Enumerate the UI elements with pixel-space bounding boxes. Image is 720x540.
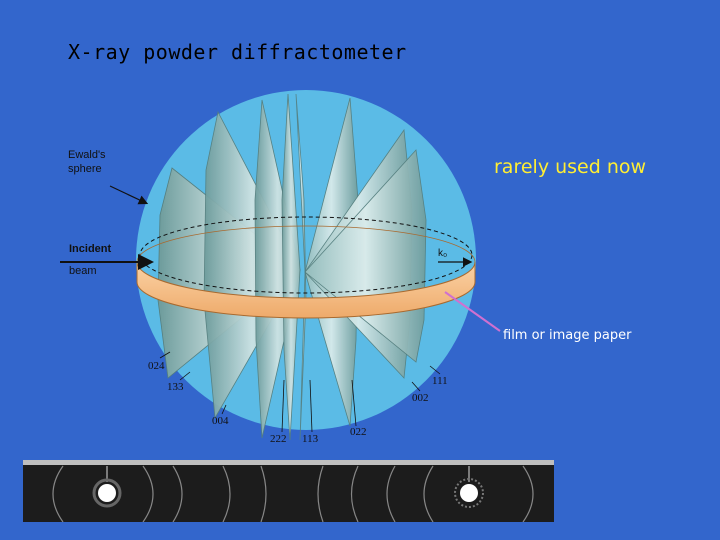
film-strip-lines (52, 465, 534, 523)
incident-beam-label: Incident (69, 243, 112, 255)
reflection-label-002: 002 (412, 392, 429, 404)
film-strip-photo (23, 460, 554, 523)
callout-pointer (444, 291, 501, 332)
reflection-label-133: 133 (167, 381, 184, 393)
beam-label: beam (69, 265, 97, 277)
k0-label: k₀ (438, 248, 447, 259)
film-callout: film or image paper (503, 328, 632, 343)
slide-title: X-ray powder diffractometer (68, 40, 407, 64)
note-rarely-used: rarely used now (494, 156, 647, 178)
diffraction-cones-left (157, 93, 301, 441)
film-hole-left (98, 484, 116, 502)
film-hole-right (460, 484, 478, 502)
reflection-label-113: 113 (302, 433, 319, 445)
reflection-label-222: 222 (270, 433, 287, 445)
film-band (136, 225, 476, 319)
reflection-label-022: 022 (350, 426, 367, 438)
ewald-sphere-label: Ewald's sphere (68, 149, 109, 175)
ewald-sphere-pointer (109, 185, 149, 205)
reflection-label-111: 111 (432, 375, 448, 387)
reflection-label-024: 024 (148, 360, 165, 372)
reflection-label-004: 004 (212, 415, 229, 427)
